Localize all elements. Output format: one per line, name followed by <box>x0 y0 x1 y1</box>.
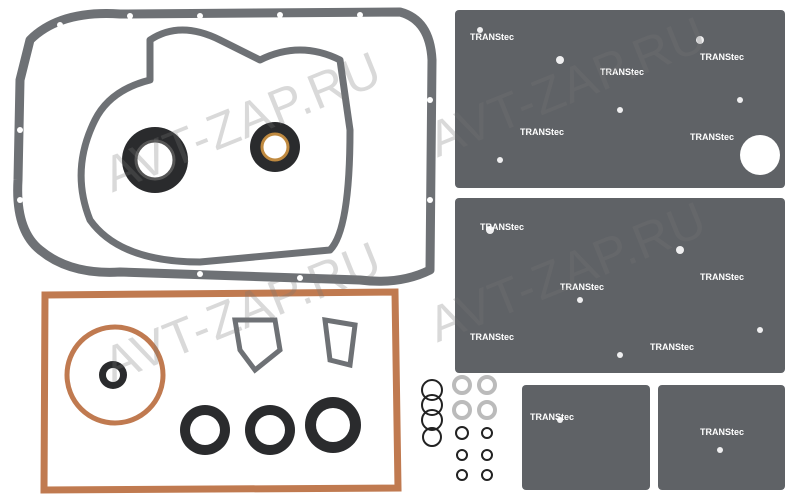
svg-text:TRANStec: TRANStec <box>700 272 744 282</box>
svg-text:TRANStec: TRANStec <box>700 427 744 437</box>
svg-text:TRANStec: TRANStec <box>560 282 604 292</box>
valve-body-gasket-small-left <box>522 385 650 490</box>
small-valve-gaskets <box>232 316 358 374</box>
svg-text:TRANStec: TRANStec <box>530 412 574 422</box>
pan-gasket <box>40 288 402 494</box>
svg-text:TRANStec: TRANStec <box>520 127 564 137</box>
case-gasket <box>13 7 437 286</box>
svg-text:TRANStec: TRANStec <box>600 67 644 77</box>
svg-text:TRANStec: TRANStec <box>470 32 514 42</box>
svg-text:TRANStec: TRANStec <box>650 342 694 352</box>
oil-seals-bottom <box>99 361 361 455</box>
valve-body-gasket-top <box>455 10 785 188</box>
valve-body-gasket-middle <box>455 198 785 373</box>
svg-text:TRANStec: TRANStec <box>700 52 744 62</box>
o-rings <box>421 375 497 481</box>
gasket-holes <box>477 27 763 453</box>
paper-ring-gasket <box>64 324 166 426</box>
valve-body-gasket-small-right <box>658 385 785 490</box>
svg-text:TRANStec: TRANStec <box>470 332 514 342</box>
svg-text:TRANStec: TRANStec <box>480 222 524 232</box>
seal-small <box>250 122 300 172</box>
seal-large <box>122 127 188 193</box>
bolt-holes <box>17 12 433 281</box>
svg-text:TRANStec: TRANStec <box>690 132 734 142</box>
